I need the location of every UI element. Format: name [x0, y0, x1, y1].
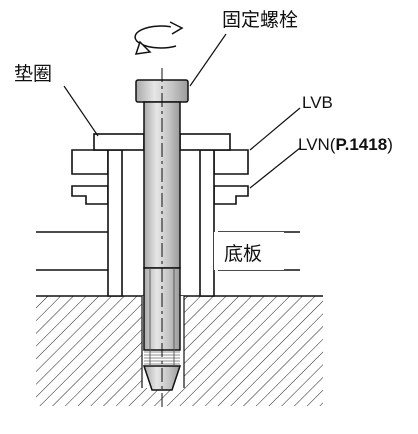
lvn-label-prefix: LVN(	[298, 135, 336, 154]
leveling-block-right	[199, 149, 249, 297]
washer-label: 垫圈	[14, 63, 52, 85]
lvn-label: LVN(P.1418)	[298, 135, 393, 154]
lvb-label: LVB	[302, 93, 333, 112]
bolt-label: 固定螺栓	[222, 9, 298, 31]
base-plate-label-box: 底板	[214, 232, 284, 270]
lvn-label-suffix: )	[387, 135, 393, 154]
leader-lines	[63, 33, 301, 189]
washer	[93, 133, 231, 151]
leveling-block-left	[71, 149, 123, 297]
rotation-arrow-icon	[134, 21, 184, 55]
lvn-label-ref: P.1418	[335, 135, 387, 154]
base-plate-label: 底板	[224, 243, 262, 265]
